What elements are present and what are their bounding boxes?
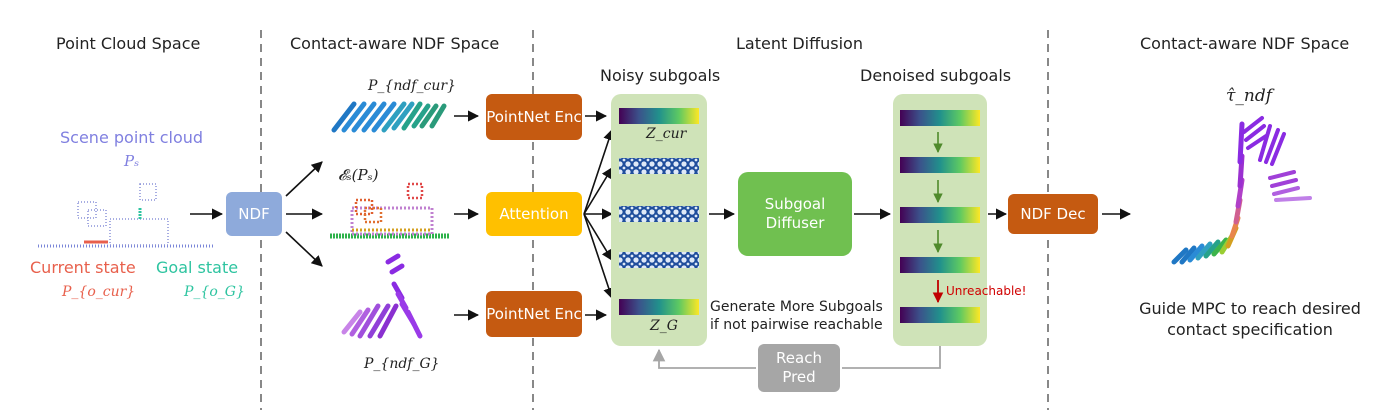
header-ndf-space-right: Contact-aware NDF Space: [1140, 34, 1350, 53]
header-latent-diffusion: Latent Diffusion: [736, 34, 863, 53]
pointnet-enc-top-box: PointNet Enc: [486, 94, 582, 140]
denoised-strip-3: [900, 207, 980, 223]
output-trajectory-visual: [1171, 116, 1312, 265]
denoised-strip-1: [900, 110, 980, 126]
noise-strip-3: [619, 252, 699, 268]
generate-more-note: Generate More Subgoals if not pairwise r…: [710, 299, 883, 333]
attention-box: Attention: [486, 192, 582, 236]
pointnet-enc-bottom-box: PointNet Enc: [486, 291, 582, 337]
z-g-label: Z_G: [650, 318, 678, 334]
ndf-goal-visual: [341, 253, 423, 339]
output-caption: Guide MPC to reach desired contact speci…: [1139, 299, 1361, 339]
reach-pred-box: Reach Pred: [758, 344, 840, 392]
denoised-strip-4: [900, 257, 980, 273]
ndf-current-visual: [331, 101, 447, 133]
z-cur-strip: [619, 108, 699, 124]
denoised-strip-5: [900, 307, 980, 323]
z-g-strip: [619, 299, 699, 315]
subgoal-diffuser-box: Subgoal Diffuser: [738, 172, 852, 256]
ndf-current-symbol: P_{ndf_cur}: [368, 78, 456, 94]
ndf-scene-symbol: 𝓔ₛ(Pₛ): [338, 166, 379, 184]
ndf-scene-visual: [330, 182, 450, 239]
attention-fanout-arrows: [583, 128, 615, 300]
current-state-label: Current state: [30, 258, 136, 277]
output-symbol: τ̂_ndf: [1226, 86, 1273, 106]
noise-strip-2: [619, 206, 699, 222]
feedback-loop-in: [842, 346, 941, 369]
denoised-subgoals-title: Denoised subgoals: [860, 66, 1012, 85]
feedback-loop-out: [652, 348, 756, 369]
scene-symbol: Pₛ: [124, 152, 140, 170]
goal-state-symbol: P_{o_G}: [184, 284, 245, 300]
arrow-ndf-bottom: [285, 231, 323, 267]
current-state-symbol: P_{o_cur}: [62, 284, 136, 300]
scene-point-cloud-label: Scene point cloud: [60, 128, 204, 147]
scene-point-cloud: [38, 183, 213, 248]
ndf-box: NDF: [226, 192, 282, 236]
ndf-goal-symbol: P_{ndf_G}: [364, 356, 440, 372]
arrow-ndf-top: [285, 161, 323, 197]
header-ndf-space-left: Contact-aware NDF Space: [290, 34, 500, 53]
noisy-subgoals-title: Noisy subgoals: [600, 66, 721, 85]
noise-strip-1: [619, 158, 699, 174]
goal-state-label: Goal state: [156, 258, 239, 277]
ndf-dec-box: NDF Dec: [1008, 194, 1098, 234]
z-cur-label: Z_cur: [646, 126, 687, 142]
denoised-strip-2: [900, 157, 980, 173]
unreachable-label: Unreachable!: [946, 284, 1027, 298]
header-point-cloud-space: Point Cloud Space: [56, 34, 201, 53]
